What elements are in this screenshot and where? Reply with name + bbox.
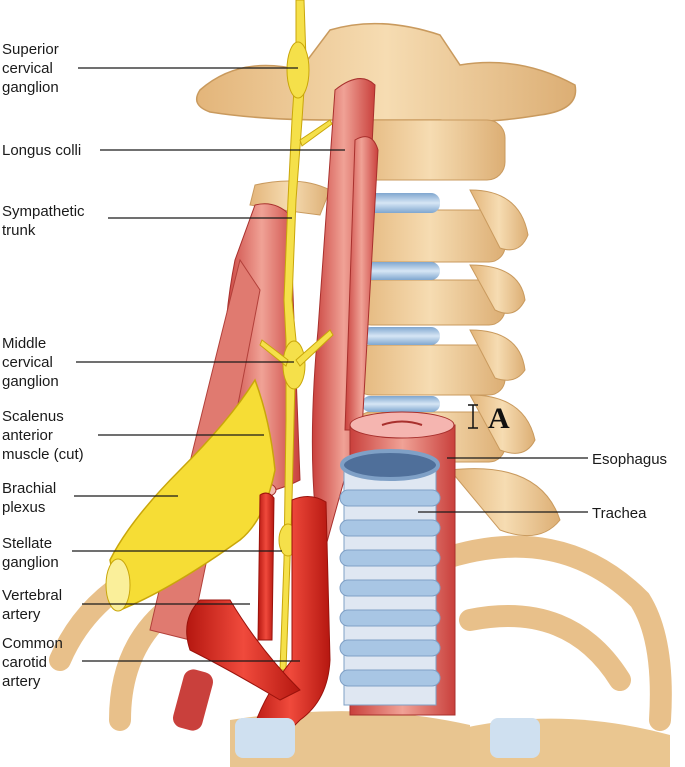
- label-trachea: Trachea: [592, 505, 647, 522]
- label-stellate-ganglion: Stellate ganglion: [2, 535, 59, 571]
- trachea-structure: [339, 449, 441, 706]
- manubrium-left: [235, 718, 295, 758]
- sympathetic-trunk-nerve: [259, 0, 334, 671]
- brachial-plexus-cut: [105, 558, 131, 612]
- label-middle-cervical-ganglion: Middle cervical ganglion: [2, 335, 59, 390]
- manubrium-right: [490, 718, 540, 758]
- label-common-carotid-artery: Common carotid artery: [2, 635, 63, 690]
- figure-letter: A: [488, 402, 510, 435]
- label-scalenus-anterior: Scalenus anterior muscle (cut): [2, 408, 84, 463]
- label-brachial-plexus: Brachial plexus: [2, 480, 57, 516]
- arteries: [172, 492, 331, 741]
- label-esophagus: Esophagus: [592, 451, 668, 468]
- label-sympathetic-trunk: Sympathetic trunk: [2, 203, 85, 239]
- leader-lines: [72, 67, 588, 662]
- label-vertebral-artery: Vertebral artery: [2, 587, 63, 623]
- label-superior-cervical-ganglion: Superior cervical ganglion: [2, 41, 59, 96]
- brachial-plexus-nerve: [109, 378, 276, 612]
- figure-marker: [468, 404, 478, 429]
- label-longus-colli: Longus colli: [2, 142, 82, 159]
